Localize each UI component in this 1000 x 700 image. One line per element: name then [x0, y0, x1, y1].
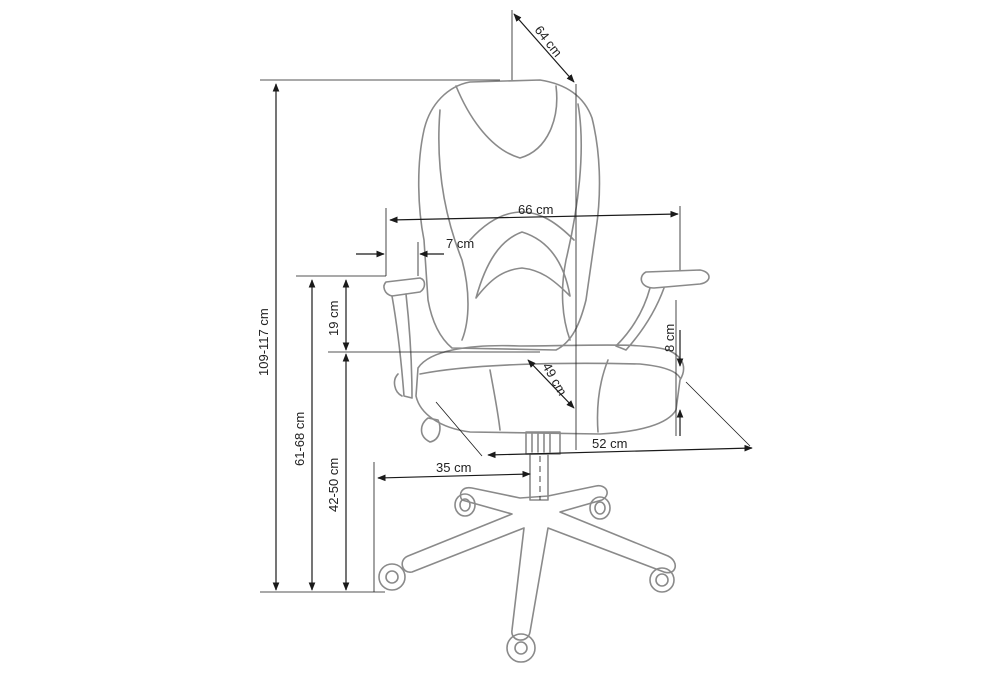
- seat-front-edge: [419, 362, 681, 379]
- backrest-lumbar-panel: [475, 231, 571, 299]
- dim-line-seat-width: [487, 444, 753, 459]
- armrest-left-pad: [383, 277, 426, 297]
- seat: [415, 344, 685, 435]
- chair-outline: [378, 79, 710, 663]
- label-seat-height: 42-50 cm: [326, 458, 341, 512]
- backrest: [417, 79, 601, 351]
- armrest-left-lever: [393, 373, 403, 397]
- tilt-mechanism: [420, 417, 441, 443]
- star-base: [401, 484, 676, 641]
- caster-back-left: [454, 493, 476, 517]
- armrest-right-pad: [640, 269, 710, 289]
- dim-line-depth-diag: [513, 13, 575, 83]
- seat-panel-stripe: [489, 369, 501, 431]
- dim-line-overall-width: [389, 210, 679, 224]
- armrest-left-post: [391, 293, 413, 399]
- backrest-side-stripe-left: [438, 109, 469, 341]
- label-seat-depth: 49 cm: [539, 360, 570, 398]
- seat-panel-stripe-2: [596, 359, 609, 433]
- caster-front-right: [649, 567, 675, 593]
- dimension-lines: [260, 10, 753, 593]
- caster-front-center: [506, 633, 536, 663]
- dim-line-seat-depth: [527, 359, 575, 409]
- armrest-right-post: [615, 287, 665, 351]
- label-total-height: 109-117 cm: [256, 308, 271, 376]
- caster-front-left: [378, 563, 406, 591]
- label-overall-width: 66 cm: [518, 202, 553, 217]
- gas-lift-cylinder: [525, 431, 561, 455]
- label-armrest-floor-height: 61-68 cm: [292, 412, 307, 466]
- label-armrest-width: 7 cm: [446, 236, 474, 251]
- label-base-radius: 35 cm: [436, 460, 471, 475]
- label-depth-diag: 64 cm: [532, 23, 566, 60]
- dimension-labels: 64 cm 109-117 cm 66 cm 7 cm 19 cm 61-68 …: [256, 23, 677, 512]
- gas-lift-grip: [531, 433, 551, 453]
- caster-back-right: [589, 496, 611, 520]
- label-seat-width: 52 cm: [592, 436, 627, 451]
- label-armrest-height-above-seat: 19 cm: [326, 301, 341, 336]
- gas-lift-shaft: [529, 453, 549, 501]
- backrest-side-stripe-right: [561, 103, 582, 341]
- label-seat-thickness: 8 cm: [662, 324, 677, 352]
- backrest-top-panel: [455, 85, 558, 159]
- dim-line-base-radius: [377, 470, 531, 482]
